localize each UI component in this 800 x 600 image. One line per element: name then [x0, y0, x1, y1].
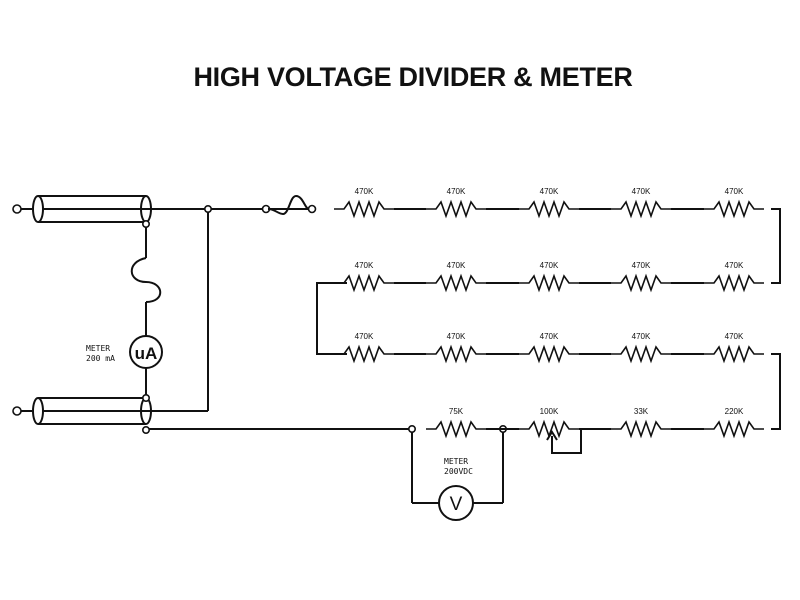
- resistor-symbol: [704, 419, 764, 439]
- resistor-row-2: 470K 470K 470K 470K 470K: [334, 261, 764, 293]
- resistor-row-4: 75K 100K 33K 220K: [426, 407, 764, 439]
- resistor-label: 470K: [632, 332, 651, 341]
- resistor-symbol: [704, 344, 764, 364]
- resistor-label: 470K: [632, 261, 651, 270]
- resistor-label: 470K: [355, 332, 374, 341]
- resistor-label: 470K: [540, 261, 559, 270]
- resistor-label: 75K: [449, 407, 464, 416]
- voltage-meter-label-1: METER: [444, 457, 468, 466]
- resistor-row-3: 470K 470K 470K 470K 470K: [334, 332, 764, 364]
- resistor-label: 470K: [447, 332, 466, 341]
- resistor-symbol: [519, 273, 579, 293]
- resistor-symbol: [519, 419, 579, 439]
- resistor-label: 470K: [540, 187, 559, 196]
- resistor-symbol: [426, 419, 486, 439]
- resistor-symbol: [334, 344, 394, 364]
- resistor-label: 470K: [447, 261, 466, 270]
- turn-wire-2: [316, 282, 347, 355]
- fuse-shield: [130, 257, 162, 303]
- fuse-series: [267, 194, 310, 216]
- current-meter-label-1: METER: [86, 344, 110, 353]
- resistor-symbol: [519, 199, 579, 219]
- voltage-meter-label-2: 200VDC: [444, 467, 473, 476]
- resistor-symbol: [426, 199, 486, 219]
- current-meter-label-2: 200 mA: [86, 354, 115, 363]
- resistor-symbol: [704, 199, 764, 219]
- voltage-meter-symbol: V: [450, 494, 463, 515]
- terminal-bottom: [12, 406, 22, 416]
- resistor-label: 220K: [725, 407, 744, 416]
- resistor-label: 470K: [447, 187, 466, 196]
- resistor-label: 470K: [355, 261, 374, 270]
- turn-wire-1: [771, 208, 781, 284]
- resistor-symbol: [426, 273, 486, 293]
- resistor-label: 100K: [540, 407, 559, 416]
- resistor-symbol: [611, 199, 671, 219]
- terminal-top: [12, 204, 22, 214]
- resistor-symbol: [611, 419, 671, 439]
- resistor-label: 33K: [634, 407, 649, 416]
- resistor-symbol: [426, 344, 486, 364]
- resistor-label: 470K: [725, 187, 744, 196]
- resistor-symbol: [334, 273, 394, 293]
- resistor-row-1: 470K 470K 470K 470K 470K: [334, 187, 764, 219]
- resistor-symbol: [611, 344, 671, 364]
- resistor-label: 470K: [725, 261, 744, 270]
- pot-wiper-wire: [551, 429, 582, 454]
- resistor-label: 470K: [355, 187, 374, 196]
- turn-wire-3: [771, 353, 781, 430]
- coax-cable-bottom: [20, 397, 412, 430]
- resistor-symbol: [519, 344, 579, 364]
- resistor-symbol: [704, 273, 764, 293]
- resistor-symbol: [334, 199, 394, 219]
- resistor-label: 470K: [632, 187, 651, 196]
- resistor-label: 470K: [725, 332, 744, 341]
- resistor-symbol: [611, 273, 671, 293]
- page-title: HIGH VOLTAGE DIVIDER & METER: [193, 62, 633, 92]
- current-meter-symbol: uA: [135, 344, 158, 363]
- resistor-label: 470K: [540, 332, 559, 341]
